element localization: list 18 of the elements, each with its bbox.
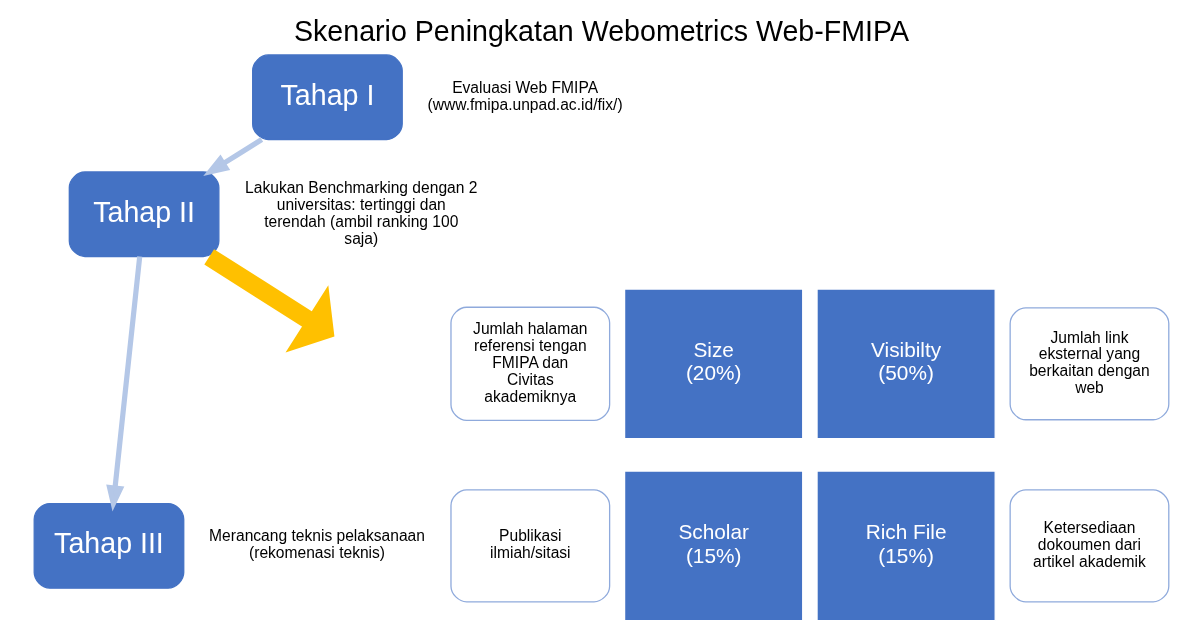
node-box: Publikasi ilmiah/sitasi (450, 489, 611, 603)
node-box: Jumlah link eksternal yang berkaitan dengan web (1009, 307, 1170, 421)
node-box: Visibilty (50%) (816, 288, 996, 440)
arrow (106, 256, 143, 512)
arrow (204, 249, 335, 353)
node-box: Ketersediaan dokoumen dari artikel akademik (1009, 489, 1170, 603)
arrow (203, 137, 264, 177)
diagram-title: Skenario Peningkatan Webometrics Web-FMIPA (293, 15, 910, 48)
node-label: Lakukan Benchmarking dengan 2 universitas: tertinggi dan terendah (ambil ranking 100 saja) (245, 178, 478, 247)
node-box: Tahap I (252, 54, 403, 141)
node-box: Tahap III (33, 502, 185, 589)
node-box: Scholar (15%) (623, 470, 804, 622)
node-box: Jumlah halaman referensi tengan FMIPA dan Civitas akademiknya (450, 306, 611, 422)
node-box: Rich File (15%) (816, 470, 996, 622)
node-label: Merancang teknis pelaksanaan (rekomenasi teknis) (209, 527, 425, 562)
node-box: Size (20%) (623, 288, 804, 440)
node-box: Tahap II (68, 171, 220, 258)
node-label: Evaluasi Web FMIPA (www.fmipa.unpad.ac.id/fix/) (427, 78, 623, 113)
